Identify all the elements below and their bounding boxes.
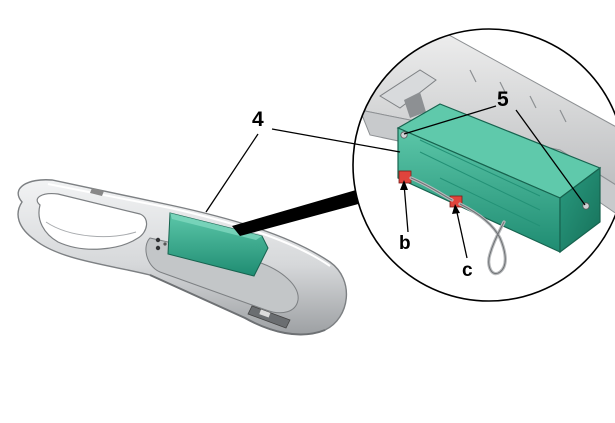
callout-labels: 4 5 b c — [252, 88, 509, 281]
housing-switch — [247, 305, 291, 329]
connector-b — [398, 170, 412, 184]
zoom-leader — [232, 190, 362, 236]
callout-c: c — [462, 260, 473, 281]
detail-zoom-circle — [352, 28, 615, 302]
leader-lines — [205, 105, 586, 259]
callout-5: 5 — [497, 88, 509, 111]
callout-b: b — [399, 233, 411, 254]
leader-arrowheads — [400, 180, 460, 214]
callout-4: 4 — [252, 108, 264, 131]
airbag-module-end — [559, 166, 601, 254]
housing-assembly — [17, 179, 347, 336]
